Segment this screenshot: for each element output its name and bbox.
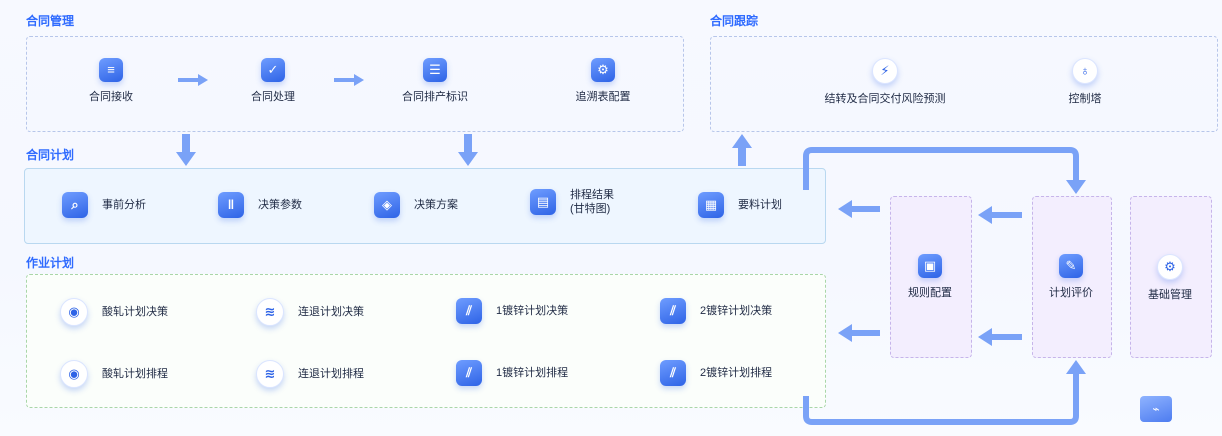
coating-icon: ⫽ — [456, 360, 482, 386]
node-plan-evaluation[interactable]: ✎ 计划评价 — [1032, 254, 1110, 300]
node-pickling-rolling-scheduling[interactable]: ◉ 酸轧计划排程 — [60, 360, 168, 388]
feedback-loop-connector — [803, 147, 1086, 425]
alarm-light-icon: ⚡ — [872, 58, 898, 84]
node-galvanizing-2-decision[interactable]: ⫽ 2镀锌计划决策 — [660, 298, 772, 324]
node-annealing-decision[interactable]: ≋ 连退计划决策 — [256, 298, 364, 326]
search-table-icon: ⌕ — [62, 192, 88, 218]
roll-icon: ◉ — [60, 360, 88, 388]
node-trace-table-config[interactable]: ⚙ 追溯表配置 — [558, 58, 648, 104]
contract-tracking-panel — [710, 36, 1218, 132]
flow-arrow — [178, 74, 208, 86]
node-pre-analysis[interactable]: ⌕ 事前分析 — [62, 192, 146, 218]
tray-layers-icon: ☰ — [423, 58, 447, 82]
settings-gear-icon: ⚙ — [1157, 254, 1183, 280]
node-contract-receive[interactable]: ≡ 合同接收 — [66, 58, 156, 104]
waveform-badge-icon: ⌁ — [1140, 396, 1172, 422]
layers-icon: ◈ — [374, 192, 400, 218]
node-material-requirement-plan[interactable]: ▦ 要料计划 — [698, 192, 782, 218]
contract-plan-panel — [24, 168, 826, 244]
node-rule-configuration[interactable]: ▣ 规则配置 — [890, 254, 970, 300]
node-contract-scheduling-mark[interactable]: ☰ 合同排产标识 — [390, 58, 480, 104]
gantt-icon: ▤ — [530, 189, 556, 215]
node-decision-parameters[interactable]: ‖ 决策参数 — [218, 192, 302, 218]
node-scheduling-result-gantt[interactable]: ▤ 排程结果 (甘特图) — [530, 188, 614, 216]
section-title-work-plan: 作业计划 — [26, 256, 75, 270]
wave-furnace-icon: ≋ — [256, 360, 284, 388]
flow-arrow-left — [978, 328, 1022, 346]
node-control-tower[interactable]: ♁ 控制塔 — [1040, 58, 1130, 106]
network-tower-icon: ♁ — [1072, 58, 1098, 84]
coating-icon: ⫽ — [456, 298, 482, 324]
node-galvanizing-1-decision[interactable]: ⫽ 1镀锌计划决策 — [456, 298, 568, 324]
flow-arrow-left — [978, 206, 1022, 224]
flow-arrow-left — [838, 324, 880, 342]
section-title-contract-management: 合同管理 — [26, 14, 75, 28]
sliders-icon: ‖ — [218, 192, 244, 218]
gear-document-icon: ⚙ — [591, 58, 615, 82]
flow-arrow-down — [458, 134, 478, 166]
save-disk-icon: ▣ — [918, 254, 942, 278]
section-title-contract-plan: 合同计划 — [26, 148, 75, 162]
roll-icon: ◉ — [60, 298, 88, 326]
node-annealing-scheduling[interactable]: ≋ 连退计划排程 — [256, 360, 364, 388]
node-contract-process[interactable]: ✓ 合同处理 — [228, 58, 318, 104]
node-pickling-rolling-decision[interactable]: ◉ 酸轧计划决策 — [60, 298, 168, 326]
node-galvanizing-2-scheduling[interactable]: ⫽ 2镀锌计划排程 — [660, 360, 772, 386]
coating-icon: ⫽ — [660, 298, 686, 324]
flow-arrow-left — [838, 200, 880, 218]
calendar-truck-icon: ▦ — [698, 192, 724, 218]
clipboard-check-icon: ✓ — [261, 58, 285, 82]
node-risk-prediction[interactable]: ⚡ 结转及合同交付风险预测 — [800, 58, 970, 106]
flow-arrow-up — [732, 134, 752, 166]
node-base-management[interactable]: ⚙ 基础管理 — [1130, 254, 1210, 302]
section-title-contract-tracking: 合同跟踪 — [710, 14, 759, 28]
node-galvanizing-1-scheduling[interactable]: ⫽ 1镀锌计划排程 — [456, 360, 568, 386]
work-plan-panel — [26, 274, 826, 408]
coating-icon: ⫽ — [660, 360, 686, 386]
edit-document-icon: ✎ — [1059, 254, 1083, 278]
flow-arrow — [334, 74, 364, 86]
wave-furnace-icon: ≋ — [256, 298, 284, 326]
node-decision-plan[interactable]: ◈ 决策方案 — [374, 192, 458, 218]
flow-arrow-down — [176, 134, 196, 166]
document-stack-icon: ≡ — [99, 58, 123, 82]
